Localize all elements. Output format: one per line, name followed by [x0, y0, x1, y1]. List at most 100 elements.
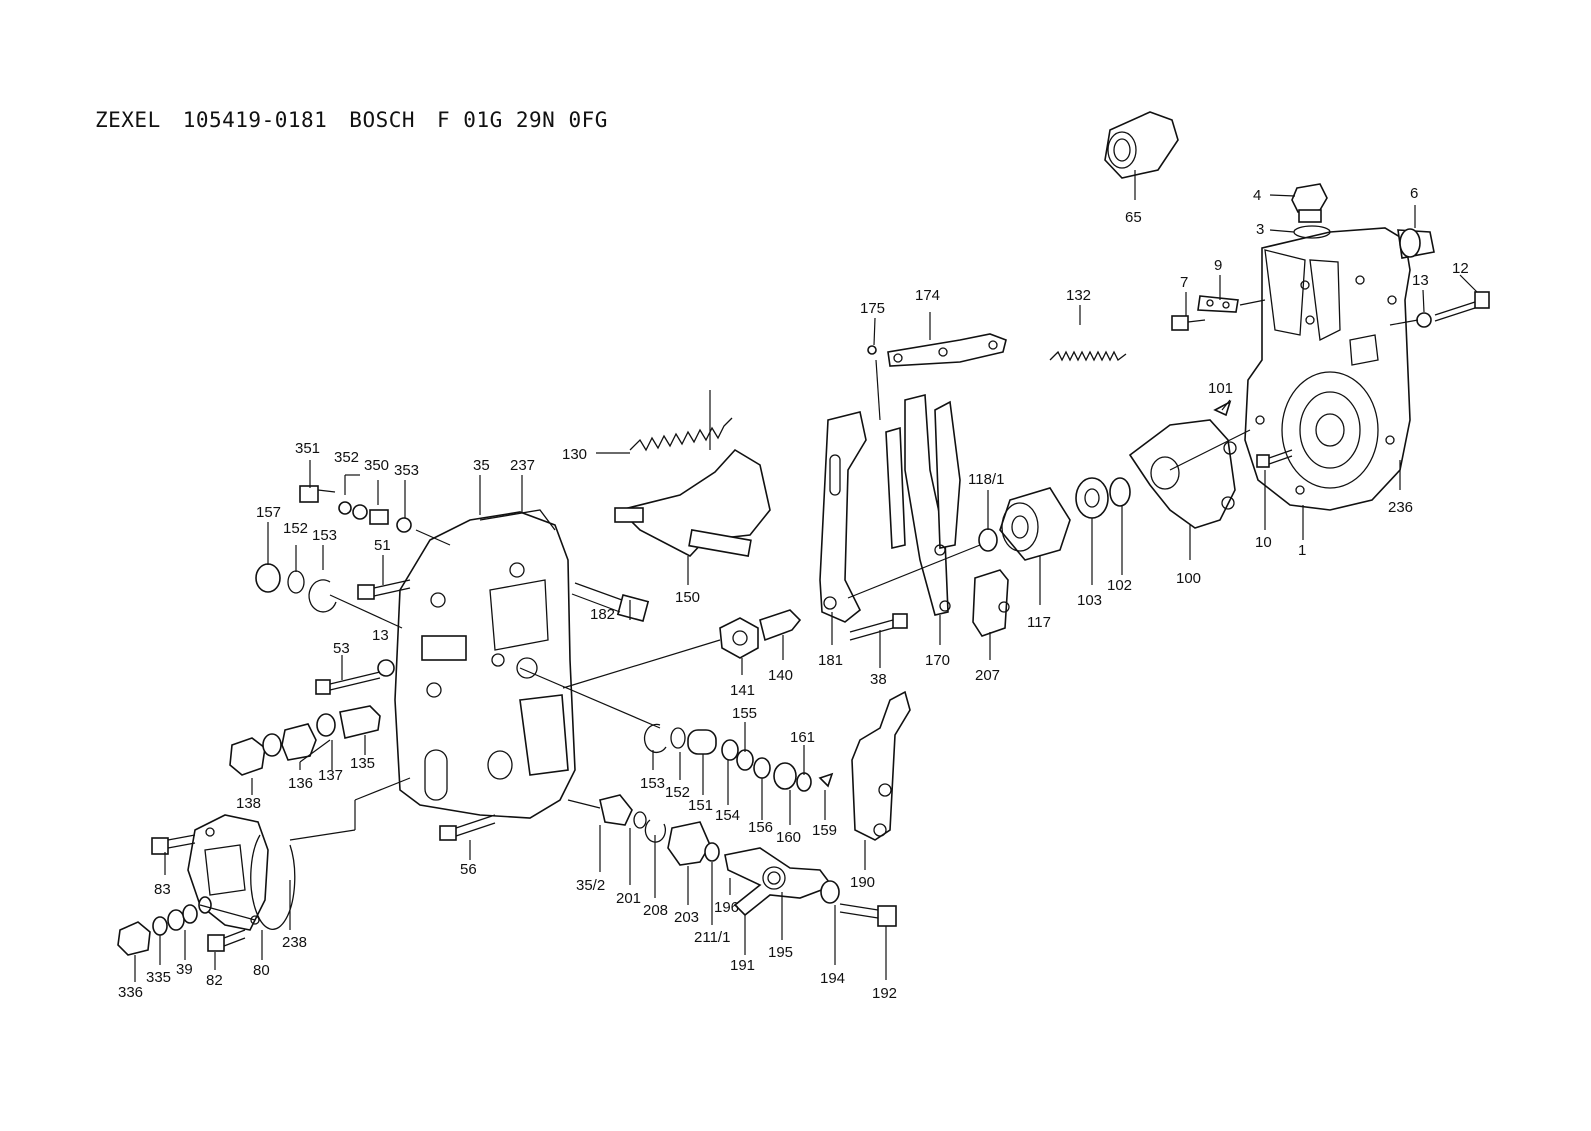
- part-351-353: [299, 485, 412, 533]
- callout-352: 352: [334, 449, 359, 466]
- callout-157: 157: [256, 504, 281, 521]
- callout-191: 191: [730, 957, 755, 974]
- part-141-nut: [719, 617, 759, 659]
- part-35-cover: [394, 509, 576, 819]
- part-6-plug: [1397, 228, 1435, 259]
- callout-236: 236: [1388, 499, 1413, 516]
- callout-9: 9: [1214, 257, 1222, 274]
- part-65-sleeve: [1104, 111, 1179, 179]
- part-4-plug: [1291, 183, 1331, 239]
- callout-138: 138: [236, 795, 261, 812]
- callout-136: 136: [288, 775, 313, 792]
- part-35-2-group: [599, 794, 720, 866]
- callout-117: 117: [1027, 614, 1051, 631]
- callout-160: 160: [776, 829, 801, 846]
- part-238-oring: [250, 834, 296, 930]
- callout-82: 82: [206, 972, 223, 989]
- callout-53: 53: [333, 640, 350, 657]
- callout-353: 353: [394, 462, 419, 479]
- part-190-lever: [851, 690, 911, 841]
- callout-150: 150: [675, 589, 700, 606]
- callout-153-b: 153: [640, 775, 665, 792]
- diagram-header: ZEXEL 105419-0181 BOSCH F 01G 29N 0FG: [95, 108, 630, 132]
- callout-51: 51: [374, 537, 391, 554]
- part-207-block: [972, 569, 1010, 637]
- callout-13-left: 13: [372, 627, 389, 644]
- part-132-spring: [1049, 350, 1127, 362]
- part-117-sleeve: [999, 487, 1071, 561]
- callout-195: 195: [768, 944, 793, 961]
- callout-170: 170: [925, 652, 950, 669]
- callout-211-1: 211/1: [694, 929, 730, 946]
- part-10-bolt: [1256, 449, 1293, 468]
- callout-182: 182: [590, 606, 615, 623]
- callout-118-1: 118/1: [968, 471, 1004, 488]
- part-7-9: [1171, 295, 1239, 331]
- part-130-spring: [629, 417, 733, 452]
- part-100-flyweight: [1128, 419, 1237, 529]
- callout-38: 38: [870, 671, 887, 688]
- callout-192: 192: [872, 985, 897, 1002]
- callout-6: 6: [1410, 185, 1418, 202]
- callout-203: 203: [674, 909, 699, 926]
- callout-labels: 65 4 3 6 7 9 13 12 175 174 132 101 130 3…: [118, 185, 1469, 1002]
- callout-10: 10: [1255, 534, 1272, 551]
- callout-190: 190: [850, 874, 875, 891]
- callout-237: 237: [510, 457, 535, 474]
- callout-140: 140: [768, 667, 793, 684]
- part-102-washer: [1109, 477, 1131, 507]
- callout-159: 159: [812, 822, 837, 839]
- part-12-13: [1416, 291, 1490, 328]
- part-56-bolt: [439, 814, 496, 841]
- part-336-39-stack: [117, 896, 212, 956]
- part-170-lever: [885, 393, 961, 616]
- callout-151: 151: [688, 797, 713, 814]
- callout-103: 103: [1077, 592, 1102, 609]
- callout-141: 141: [730, 682, 755, 699]
- header-brand-2: BOSCH: [349, 108, 416, 132]
- callout-201: 201: [616, 890, 641, 907]
- callout-102: 102: [1107, 577, 1132, 594]
- part-140-spring: [759, 609, 802, 642]
- callout-35: 35: [473, 457, 490, 474]
- callout-181: 181: [818, 652, 843, 669]
- part-103-sleeve: [1075, 477, 1109, 519]
- callout-13-right: 13: [1412, 272, 1429, 289]
- callout-132: 132: [1066, 287, 1091, 304]
- part-157-152-153: [255, 563, 337, 613]
- callout-3: 3: [1256, 221, 1264, 238]
- callout-156: 156: [748, 819, 773, 836]
- part-182-bolt: [571, 582, 650, 623]
- part-83-bolt: [151, 834, 196, 855]
- header-part-1: 105419-0181: [182, 108, 328, 132]
- callout-194: 194: [820, 970, 845, 987]
- part-51-bolt: [357, 579, 411, 600]
- callout-83: 83: [154, 881, 171, 898]
- part-181-lever: [819, 411, 867, 623]
- callout-135: 135: [350, 755, 375, 772]
- header-brand-1: ZEXEL: [95, 108, 161, 132]
- callout-100: 100: [1176, 570, 1201, 587]
- callout-351: 351: [295, 440, 320, 457]
- part-82-bolt: [207, 929, 246, 952]
- callout-154: 154: [715, 807, 740, 824]
- callout-174: 174: [915, 287, 940, 304]
- callout-155: 155: [732, 705, 757, 722]
- callout-7: 7: [1180, 274, 1188, 291]
- callout-4: 4: [1253, 187, 1261, 204]
- callout-350: 350: [364, 457, 389, 474]
- callout-335: 335: [146, 969, 171, 986]
- part-153-159-series: [643, 723, 834, 792]
- callout-56: 56: [460, 861, 477, 878]
- callout-175: 175: [860, 300, 885, 317]
- part-38-bolt: [849, 613, 908, 641]
- callout-39: 39: [176, 961, 193, 978]
- header-part-2: F 01G 29N 0FG: [437, 108, 608, 132]
- callout-130: 130: [562, 446, 587, 463]
- part-174-link: [867, 333, 1007, 367]
- callout-161: 161: [790, 729, 815, 746]
- callout-80: 80: [253, 962, 270, 979]
- callout-336: 336: [118, 984, 143, 1001]
